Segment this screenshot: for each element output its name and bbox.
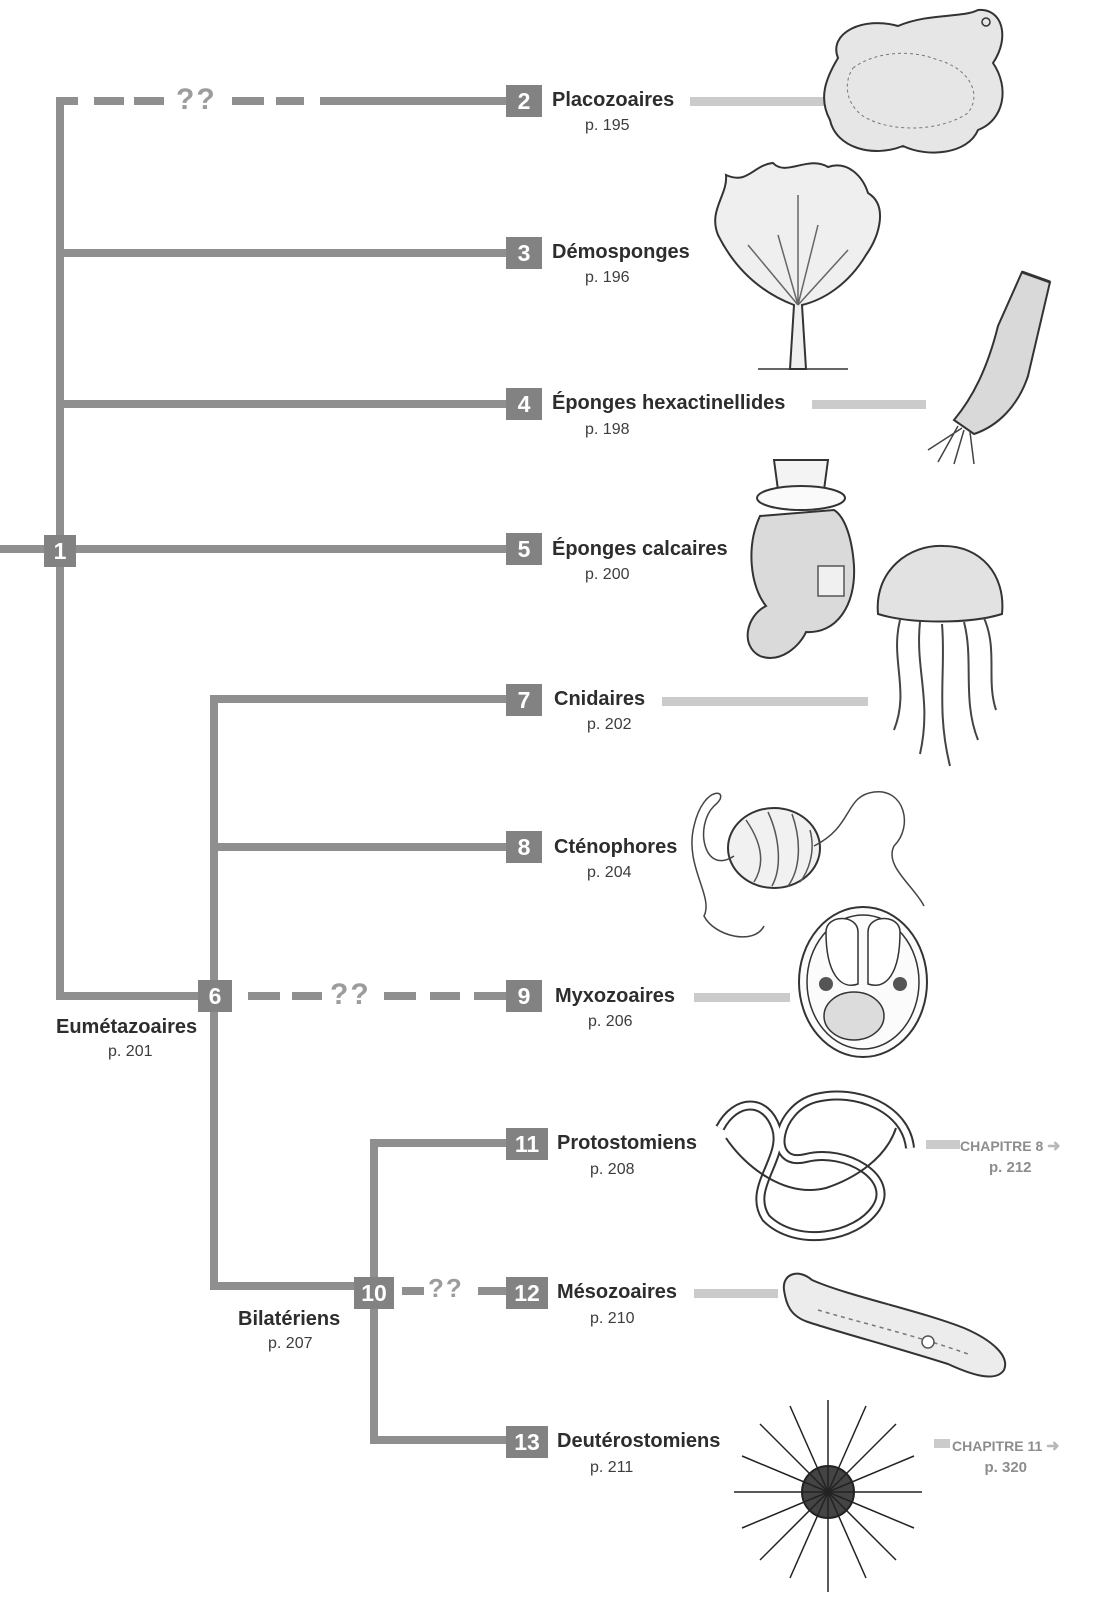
node-box: 6 bbox=[198, 980, 232, 1012]
taxon-box: 7 bbox=[506, 684, 542, 716]
chapter-label: CHAPITRE 11 bbox=[952, 1438, 1042, 1454]
pointer-line-2 bbox=[690, 97, 826, 106]
taxon-name: Éponges calcaires bbox=[552, 538, 728, 561]
uncertain-mark: ?? bbox=[428, 1273, 464, 1304]
uncertain-mark: ?? bbox=[176, 83, 217, 117]
taxon-name: Deutérostomiens bbox=[557, 1430, 720, 1453]
chapter-label: CHAPITRE 8 bbox=[960, 1138, 1043, 1154]
jellyfish-illustration bbox=[870, 540, 1010, 772]
branch-2-solid bbox=[320, 97, 506, 105]
taxon-box: 3 bbox=[506, 237, 542, 269]
branch-12-dash bbox=[478, 1287, 506, 1295]
branch-12-dash bbox=[402, 1287, 424, 1295]
node-box: 1 bbox=[44, 535, 76, 567]
chapter-page: p. 320 bbox=[952, 1459, 1060, 1476]
node-page: p. 201 bbox=[108, 1043, 152, 1061]
pointer-line-4 bbox=[812, 400, 926, 409]
node-page: p. 207 bbox=[268, 1335, 312, 1353]
taxon-page: p. 196 bbox=[585, 269, 629, 287]
taxon-box: 9 bbox=[506, 980, 542, 1012]
node-box: 10 bbox=[354, 1277, 394, 1309]
branch-node-6 bbox=[56, 992, 198, 1000]
root-stem bbox=[0, 545, 45, 553]
taxon-page: p. 200 bbox=[585, 566, 629, 584]
pointer-line-7 bbox=[662, 697, 868, 706]
taxon-name: Cnidaires bbox=[554, 688, 645, 711]
branch-2-dash bbox=[276, 97, 304, 105]
branch-node-10 bbox=[210, 1282, 354, 1290]
pointer-line-12 bbox=[694, 1289, 778, 1298]
taxon-name: Mésozoaires bbox=[557, 1281, 677, 1304]
arrow-right-icon: ➜ bbox=[1047, 1138, 1060, 1155]
branch-2-dash bbox=[134, 97, 164, 105]
taxon-page: p. 208 bbox=[590, 1161, 634, 1179]
branch-9-dash bbox=[248, 992, 280, 1000]
branch-4 bbox=[56, 400, 506, 408]
taxon-page: p. 211 bbox=[590, 1459, 633, 1477]
branch-2-dash bbox=[94, 97, 124, 105]
deuterostome-illustration bbox=[730, 1398, 926, 1594]
node-name: Eumétazoaires bbox=[56, 1016, 197, 1039]
pointer-line-13 bbox=[934, 1439, 950, 1448]
taxon-box: 8 bbox=[506, 831, 542, 863]
taxon-name: Cténophores bbox=[554, 836, 677, 859]
branch-9-dash bbox=[384, 992, 416, 1000]
taxon-page: p. 195 bbox=[585, 117, 629, 135]
placozoa-illustration bbox=[818, 8, 1014, 158]
taxon-page: p. 206 bbox=[588, 1013, 632, 1031]
taxon-name: Démosponges bbox=[552, 241, 690, 264]
uncertain-mark: ?? bbox=[330, 978, 371, 1012]
branch-9-dash bbox=[292, 992, 322, 1000]
taxon-box: 4 bbox=[506, 388, 542, 420]
branch-7 bbox=[210, 695, 506, 703]
chapter-ref[interactable]: CHAPITRE 11 ➜ p. 320 bbox=[952, 1436, 1060, 1476]
myxozoan-illustration bbox=[796, 904, 930, 1060]
pointer-line-11 bbox=[926, 1140, 960, 1149]
taxon-box: 5 bbox=[506, 533, 542, 565]
demosponge-illustration bbox=[698, 155, 898, 377]
branch-9-dash bbox=[474, 992, 506, 1000]
taxon-page: p. 198 bbox=[585, 421, 629, 439]
taxon-name: Protostomiens bbox=[557, 1132, 697, 1155]
taxon-box: 12 bbox=[506, 1277, 548, 1309]
branch-8 bbox=[210, 843, 506, 851]
taxon-name: Éponges hexactinellides bbox=[552, 392, 785, 415]
protostome-illustration bbox=[706, 1078, 922, 1244]
hexactinellid-sponge-illustration bbox=[918, 266, 1058, 466]
branch-3 bbox=[56, 249, 506, 257]
chapter-ref[interactable]: CHAPITRE 8 ➜ p. 212 bbox=[960, 1136, 1061, 1176]
taxon-page: p. 204 bbox=[587, 864, 631, 882]
arrow-right-icon: ➜ bbox=[1046, 1438, 1059, 1455]
taxon-page: p. 210 bbox=[590, 1310, 634, 1328]
pointer-line-9 bbox=[694, 993, 790, 1002]
taxon-name: Myxozoaires bbox=[555, 985, 675, 1008]
chapter-page: p. 212 bbox=[960, 1159, 1061, 1176]
calcareous-sponge-illustration bbox=[736, 456, 866, 666]
taxon-page: p. 202 bbox=[587, 716, 631, 734]
taxon-box: 11 bbox=[506, 1128, 548, 1160]
taxon-name: Placozoaires bbox=[552, 89, 674, 112]
node-name: Bilatériens bbox=[238, 1308, 340, 1331]
branch-2-dash bbox=[56, 97, 78, 105]
branch-2-dash bbox=[232, 97, 264, 105]
branch-5 bbox=[76, 545, 506, 553]
branch-13 bbox=[370, 1436, 506, 1444]
taxon-box: 2 bbox=[506, 85, 542, 117]
branch-9-dash bbox=[430, 992, 460, 1000]
taxon-box: 13 bbox=[506, 1426, 548, 1458]
branch-11 bbox=[370, 1139, 506, 1147]
mesozoan-illustration bbox=[778, 1266, 1014, 1384]
